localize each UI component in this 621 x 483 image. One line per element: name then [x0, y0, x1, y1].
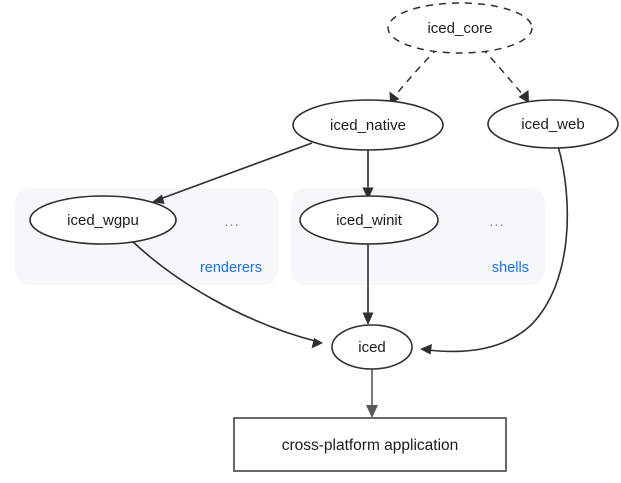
node-iced-wgpu[interactable]: iced_wgpu [29, 195, 177, 245]
node-iced-winit[interactable]: iced_winit [299, 195, 439, 245]
edge-iced-core-to-iced-native [389, 47, 439, 104]
node-iced-native[interactable]: iced_native [292, 99, 444, 151]
node-iced-wgpu-label: iced_wgpu [67, 212, 139, 229]
node-iced-winit-label: iced_winit [336, 212, 403, 229]
edge-iced-native-to-iced-wgpu [152, 142, 313, 204]
cluster-renderers-label: renderers [200, 260, 262, 276]
edge-iced-web-to-iced [420, 145, 569, 355]
node-iced-web-label: iced_web [521, 116, 584, 133]
edge-iced-to-application [366, 369, 378, 418]
renderers-ellipsis: ... [224, 213, 240, 230]
edge-iced-core-to-iced-web [481, 47, 529, 103]
edge-iced-wgpu-to-iced [130, 239, 323, 349]
shells-ellipsis: ... [489, 213, 505, 230]
node-iced-native-label: iced_native [330, 117, 406, 134]
edge-iced-native-to-iced-winit [362, 148, 374, 200]
edge-iced-winit-to-iced [362, 243, 374, 325]
node-iced-label: iced [358, 339, 386, 356]
cluster-shells-label: shells [492, 260, 529, 276]
node-iced-web[interactable]: iced_web [487, 99, 619, 149]
node-iced-core-label: iced_core [427, 20, 492, 37]
node-iced[interactable]: iced [331, 324, 413, 370]
node-application-label: cross-platform application [282, 437, 459, 454]
node-iced-core[interactable]: iced_core [387, 2, 533, 54]
node-cross-platform-application[interactable]: cross-platform application [233, 417, 507, 472]
